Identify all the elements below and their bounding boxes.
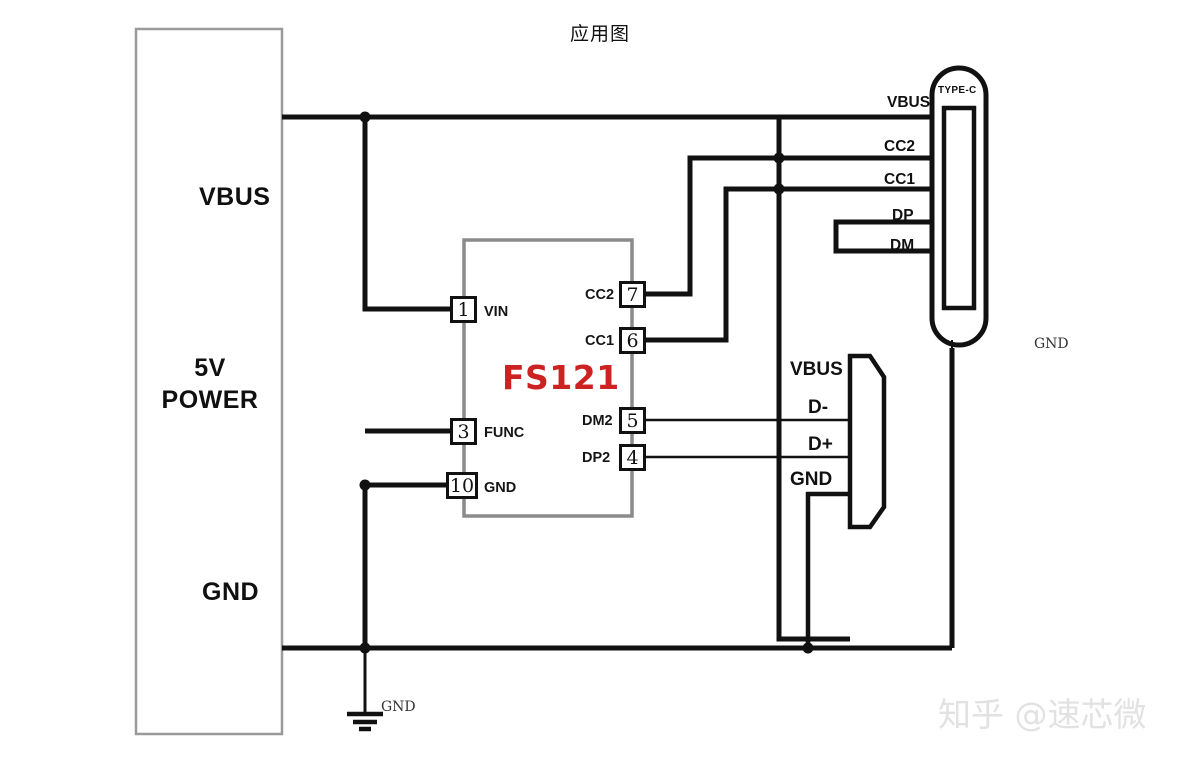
usb-a-connector-body bbox=[847, 353, 887, 530]
chip-pin-3-number[interactable]: 3 bbox=[450, 418, 477, 445]
power-source-gnd-label: GND bbox=[202, 578, 260, 606]
vbus-bus-to-usba bbox=[776, 117, 850, 642]
usb-a-pin-vbus-label: VBUS bbox=[790, 359, 843, 380]
chip-pin-7-label: CC2 bbox=[585, 287, 615, 303]
junction-dot-vbus-vin bbox=[359, 111, 371, 123]
usb-a-pin-gnd-label: GND bbox=[790, 469, 833, 490]
power-source-vbus-label: VBUS bbox=[199, 183, 271, 211]
usba-gnd-wire bbox=[805, 491, 850, 648]
gnd-to-pin10-wire bbox=[362, 482, 452, 648]
vbus-to-vin-wire bbox=[362, 117, 452, 312]
chip-pin-4-number[interactable]: 4 bbox=[619, 444, 646, 471]
watermark: 知乎 @速芯微 bbox=[938, 695, 1147, 734]
chip-pin-1-number[interactable]: 1 bbox=[450, 296, 477, 323]
junction-dot-cc2-crossing bbox=[773, 152, 785, 164]
type-c-pin-dm-label: DM bbox=[890, 237, 915, 254]
junction-dot-usba-gnd bbox=[802, 642, 814, 654]
chip-part-number: FS121 bbox=[502, 358, 620, 397]
junction-dot-gnd-pin10 bbox=[359, 479, 371, 491]
type-c-connector-name-label: TYPE-C bbox=[938, 85, 977, 96]
power-source-center-line1: 5V bbox=[194, 354, 226, 382]
chip-pin-4-label: DP2 bbox=[582, 450, 611, 466]
cc1-wire bbox=[644, 186, 932, 343]
type-c-pin-dp-label: DP bbox=[892, 207, 914, 224]
chip-pin-10-number[interactable]: 10 bbox=[446, 472, 478, 499]
type-c-connector-slot bbox=[941, 105, 977, 311]
chip-pin-6-number[interactable]: 6 bbox=[619, 327, 646, 354]
chip-pin-6-label: CC1 bbox=[585, 333, 615, 349]
usb-a-pin-dplus-label: D+ bbox=[808, 434, 833, 455]
chip-pin-5-label: DM2 bbox=[582, 413, 613, 429]
chip-pin-7-number[interactable]: 7 bbox=[619, 281, 646, 308]
power-source-center-line2: POWER bbox=[161, 386, 259, 414]
chip-pin-10-label: GND bbox=[484, 480, 517, 496]
chip-pin-3-label: FUNC bbox=[484, 425, 525, 441]
type-c-pin-cc1-label: CC1 bbox=[884, 171, 916, 188]
usb-a-pin-dminus-label: D- bbox=[808, 397, 829, 418]
chip-pin-1-label: VIN bbox=[484, 304, 509, 320]
dp-dm-short-loop bbox=[833, 219, 932, 254]
type-c-pin-vbus-label: VBUS bbox=[887, 94, 931, 111]
diagram-title: 应用图 bbox=[570, 23, 631, 45]
type-c-pin-cc2-label: CC2 bbox=[884, 138, 916, 155]
chip-body-outline bbox=[462, 238, 634, 518]
junction-dot-cc1-crossing bbox=[773, 183, 785, 195]
cc2-wire bbox=[644, 155, 932, 297]
power-source-center-label: 5V POWER bbox=[160, 352, 260, 416]
earth-ground-label: GND bbox=[381, 699, 416, 715]
type-c-shield-gnd-label: GND bbox=[1034, 336, 1069, 352]
chip-pin-5-number[interactable]: 5 bbox=[619, 407, 646, 434]
power-source-box bbox=[134, 27, 284, 736]
